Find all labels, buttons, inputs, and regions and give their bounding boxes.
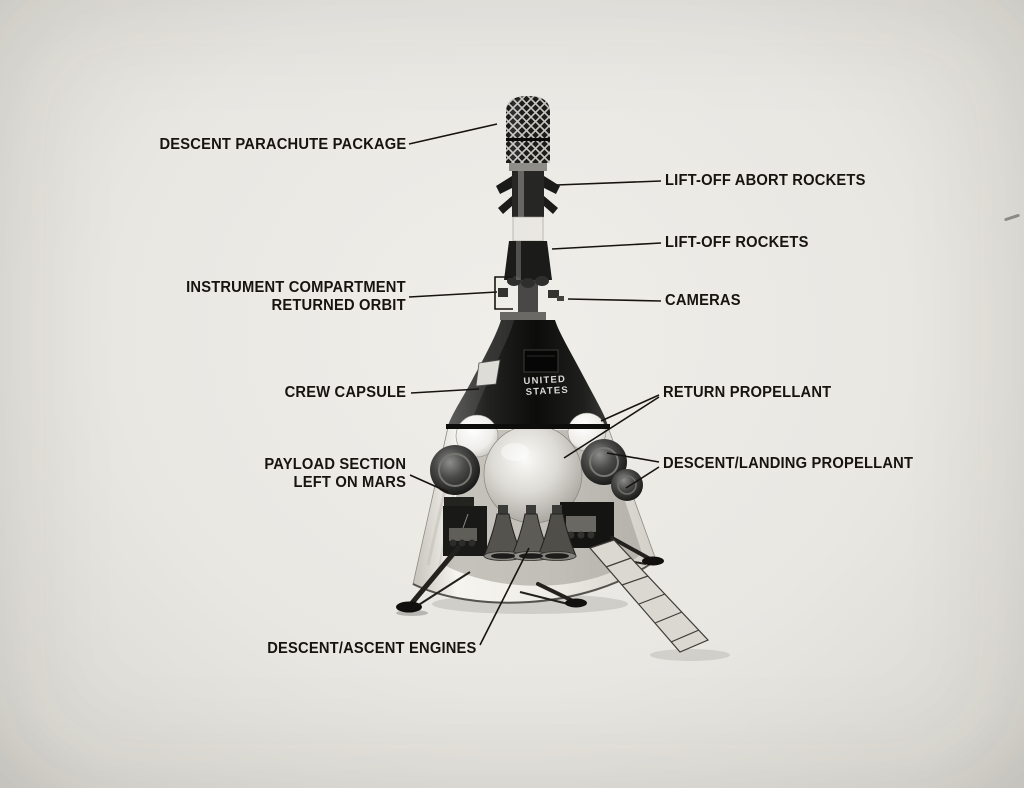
- leader-cameras: [567, 298, 662, 302]
- escape-tower-art: [496, 96, 564, 316]
- leader-descent-ascent-engines: [479, 547, 530, 646]
- label-descent-landing-propellant: DESCENT/LANDING PROPELLANT: [663, 455, 914, 472]
- leader-instrument-compartment: [408, 291, 498, 298]
- camera-fittings-art: [498, 288, 564, 301]
- label-lift-off-rockets: LIFT-OFF ROCKETS: [665, 234, 809, 251]
- abort-rockets-art: [496, 171, 560, 217]
- crew-capsule-art: UNITED STATES: [448, 312, 608, 426]
- capsule-hatch: [523, 349, 559, 373]
- leader-lift-off-abort-rockets: [555, 180, 662, 186]
- label-crew-capsule: CREW CAPSULE: [284, 384, 406, 401]
- label-descent-parachute-package: DESCENT PARACHUTE PACKAGE: [159, 136, 406, 153]
- label-descent-ascent-engines: DESCENT/ASCENT ENGINES: [267, 640, 477, 657]
- label-line-2: LEFT ON MARS: [293, 474, 406, 491]
- leader-return-propellant-2: [563, 396, 660, 459]
- leader-lift-off-rockets: [551, 242, 662, 250]
- label-payload-section: PAYLOAD SECTION LEFT ON MARS: [264, 456, 406, 492]
- landing-pad-front: [565, 598, 587, 608]
- ramp-shadow: [650, 649, 730, 661]
- marking-united: UNITED: [523, 374, 566, 387]
- leader-crew-capsule: [410, 388, 480, 394]
- leader-descent-landing-propellant-1: [606, 452, 660, 463]
- leader-lines: [408, 123, 662, 646]
- leader-descent-landing-propellant-2: [625, 466, 660, 489]
- instrument-compartment-bracket: [494, 276, 513, 310]
- capsule-window: [475, 359, 501, 387]
- leader-payload-section: [409, 474, 449, 493]
- label-return-propellant: RETURN PROPELLANT: [663, 384, 832, 401]
- label-line-1: INSTRUMENT COMPARTMENT: [186, 279, 406, 296]
- leader-return-propellant-1: [600, 394, 660, 422]
- label-lift-off-abort-rockets: LIFT-OFF ABORT ROCKETS: [665, 172, 866, 189]
- label-line-2: RETURNED ORBIT: [271, 297, 406, 314]
- landing-pad-right: [642, 556, 664, 566]
- ramp-art: [588, 539, 710, 653]
- engines-art: [483, 505, 577, 561]
- lander-section-art: [412, 412, 657, 604]
- tower-white-band: [512, 216, 544, 242]
- landing-pad-left: [396, 601, 422, 613]
- payload-bay-left: [443, 506, 487, 556]
- label-instrument-compartment: INSTRUMENT COMPARTMENT RETURNED ORBIT: [186, 279, 406, 315]
- liftoff-rockets-art: [504, 241, 552, 288]
- descent-propellant-tank-left: [430, 445, 480, 495]
- payload-bay-right: [560, 502, 614, 548]
- marking-states: STATES: [525, 385, 569, 398]
- leader-descent-parachute-package: [408, 123, 498, 145]
- landing-gear-art: [396, 536, 664, 616]
- label-line-1: PAYLOAD SECTION: [264, 456, 406, 473]
- label-cameras: CAMERAS: [665, 292, 741, 309]
- descent-propellant-tank-right: [581, 439, 627, 485]
